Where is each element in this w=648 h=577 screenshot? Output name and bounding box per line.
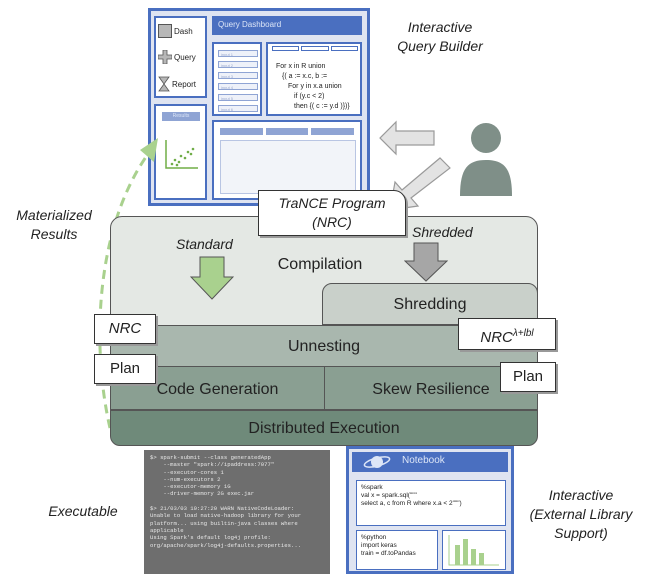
distributed-execution-block	[110, 410, 538, 446]
query-code-panel: For x in R union {( a := x.c, b := For y…	[266, 42, 362, 116]
nav-query[interactable]: Query	[158, 50, 196, 64]
bar-chart-icon	[448, 535, 499, 566]
query-input-field[interactable]: input 4	[218, 83, 258, 90]
plan-tag-right: Plan	[500, 362, 556, 392]
executable-terminal: $> spark-submit --class generatedApp --m…	[144, 450, 330, 574]
nav-report[interactable]: Report	[158, 76, 196, 92]
query-input-field[interactable]: input 6	[218, 105, 258, 112]
code-line: if (y.c < 2)	[294, 93, 325, 100]
query-icon	[158, 50, 172, 64]
planet-icon	[363, 456, 391, 468]
nrc-tag: NRC	[94, 314, 156, 344]
compilation-label: Compilation	[277, 256, 363, 273]
skew-resilience-label: Skew Resilience	[372, 381, 490, 398]
standard-arrow	[190, 256, 234, 300]
distributed-execution-label: Distributed Execution	[248, 420, 400, 437]
hourglass-icon	[158, 76, 170, 92]
dash-icon	[158, 24, 172, 38]
executable-label: Executable	[48, 503, 118, 519]
unnesting-label: Unnesting	[287, 338, 361, 355]
scatter-plot-icon	[165, 140, 198, 169]
standard-label: Standard	[176, 236, 233, 252]
query-input-field[interactable]: input 2	[218, 61, 258, 68]
code-line: then {( c := y.d )})}	[294, 103, 350, 110]
bar-chart-cell	[442, 530, 506, 570]
user-icon	[460, 123, 512, 196]
nav-query-label: Query	[174, 52, 196, 62]
trance-program-note: TraNCE Program(NRC)	[258, 190, 406, 236]
shredded-label: Shredded	[412, 224, 473, 240]
shredded-arrow	[404, 242, 448, 282]
nav-report-label: Report	[172, 79, 197, 89]
shredding-label: Shredding	[393, 296, 467, 313]
results-header: Results	[162, 112, 200, 121]
results-table-panel	[212, 120, 362, 200]
nav-dash[interactable]: Dash	[158, 24, 193, 38]
code-line: For y in x.a union	[288, 83, 342, 90]
query-builder-nav: Dash Query Report	[154, 16, 207, 98]
nav-dash-label: Dash	[174, 26, 193, 36]
code-line: For x in R union	[276, 63, 326, 70]
query-input-field[interactable]: input 5	[218, 94, 258, 101]
code-generation-label: Code Generation	[156, 381, 279, 398]
plan-tag-left: Plan	[94, 354, 156, 384]
notebook-title: Notebook	[352, 452, 508, 472]
query-input-field[interactable]: input 1	[218, 50, 258, 57]
code-line: {( a := x.c, b :=	[282, 73, 328, 80]
materialized-results-arrow	[98, 138, 158, 429]
nrc-lambda-tag: NRCλ+lbl	[458, 318, 556, 350]
query-input-field[interactable]: input 3	[218, 72, 258, 79]
query-dashboard-title: Query Dashboard	[212, 16, 362, 35]
query-inputs-panel: input 1 input 2 input 3 input 4 input 5 …	[212, 42, 262, 116]
